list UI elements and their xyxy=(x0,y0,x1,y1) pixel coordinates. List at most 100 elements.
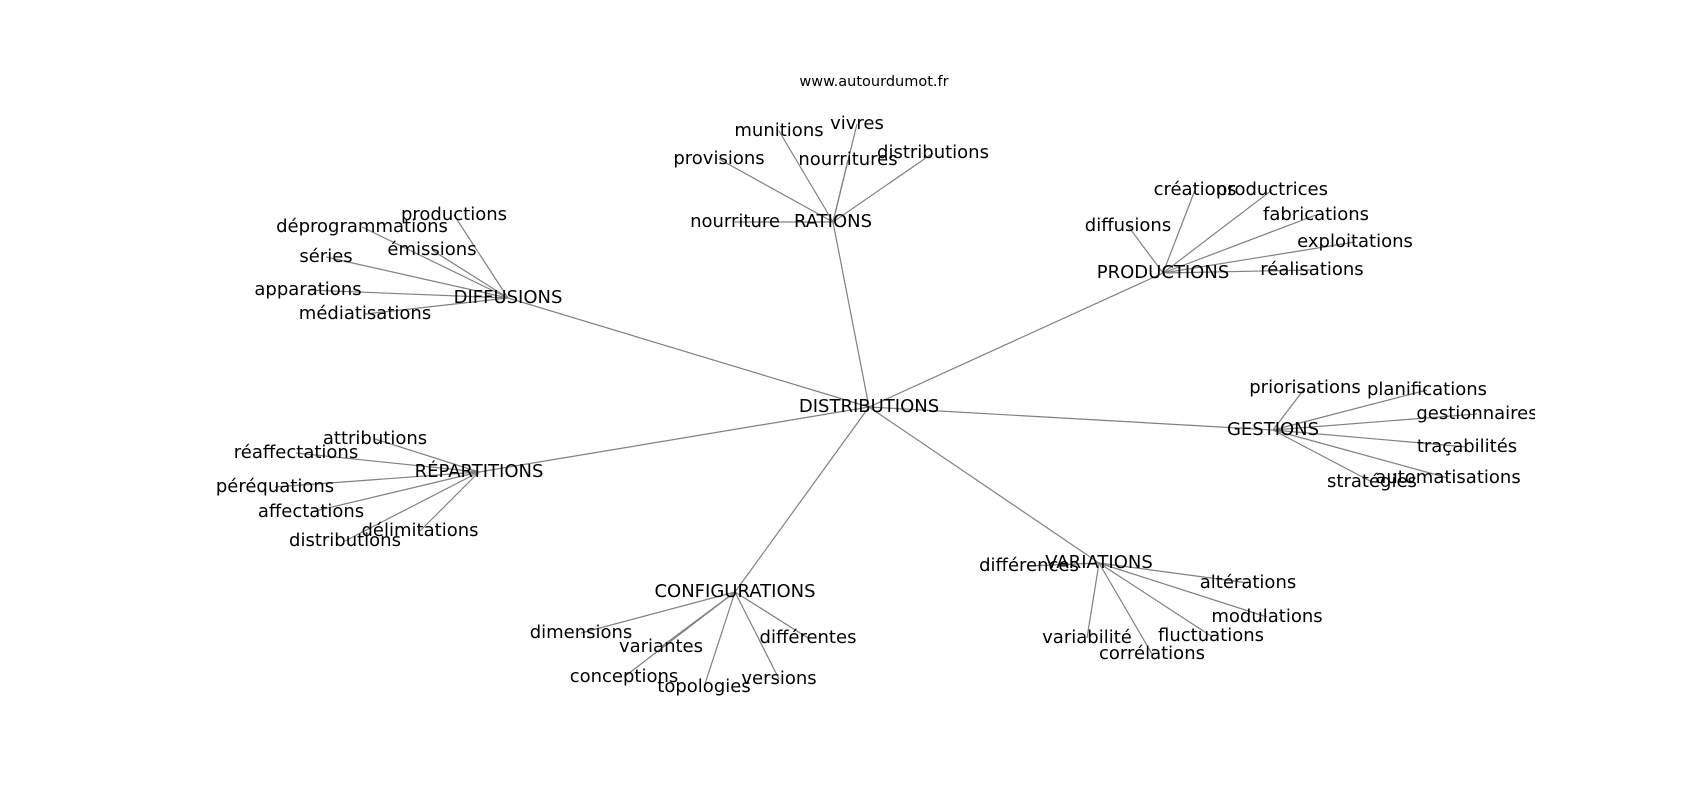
plot-area: DISTRIBUTIONS RATIONS vivres munitions distr… xyxy=(215,0,1535,800)
edge-diffusions-to-deprogrammations xyxy=(361,226,509,299)
edge-repartitions-to-attributions xyxy=(374,438,480,473)
leaf-node-repartitions-reaffectations: réaffectations xyxy=(233,442,359,463)
edge-configurations-to-conceptions xyxy=(623,591,736,678)
cluster-node-rations: RATIONS xyxy=(793,211,873,232)
leaf-node-diffusions-emissions: émissions xyxy=(387,239,477,260)
edge-gestions-to-tracabilites xyxy=(1272,429,1468,448)
edge-rations-to-distributions xyxy=(832,152,934,223)
leaf-node-variations-correlations: corrélations xyxy=(1099,643,1205,664)
leaf-node-repartitions-affectations: affectations xyxy=(257,501,365,522)
edge-center-to-rations xyxy=(832,221,870,408)
edge-variations-to-differences xyxy=(1028,562,1100,567)
leaf-node-productions-diffusions: diffusions xyxy=(1084,215,1172,236)
leaf-node-variations-alterations: altérations xyxy=(1199,572,1297,593)
leaf-node-configurations-conceptions: conceptions xyxy=(569,666,679,687)
cluster-node-productions: PRODUCTIONS xyxy=(1096,262,1230,283)
edge-variations-to-variabilite xyxy=(1086,562,1100,639)
leaf-node-rations-nourriture: nourriture xyxy=(690,211,780,232)
edge-productions-to-diffusions xyxy=(1127,225,1164,274)
edge-gestions-to-planifications xyxy=(1272,389,1428,431)
leaf-node-variations-modulations: modulations xyxy=(1211,606,1323,627)
edge-diffusions-to-productions xyxy=(453,214,509,299)
leaf-node-diffusions-mediatisations: médiatisations xyxy=(298,303,432,324)
leaf-node-diffusions-apparations: apparations xyxy=(254,279,362,300)
leaf-node-diffusions-productions: productions xyxy=(400,204,508,225)
center-node-label: DISTRIBUTIONS xyxy=(798,396,940,417)
plot-area-inner: DISTRIBUTIONS RATIONS vivres munitions distr… xyxy=(215,0,1535,800)
leaf-node-diffusions-series: séries xyxy=(299,246,353,267)
leaf-node-productions-fabrications: fabrications xyxy=(1263,204,1369,225)
edge-rations-to-nourritures xyxy=(832,159,849,223)
leaf-node-rations-distributions: distributions xyxy=(877,142,989,163)
leaf-node-rations-vivres: vivres xyxy=(830,113,884,134)
leaf-node-variations-differences: différences xyxy=(979,555,1079,576)
edge-center-to-diffusions xyxy=(507,297,870,408)
leaf-node-productions-exploitations: exploitations xyxy=(1297,231,1413,252)
leaf-node-rations-munitions: munitions xyxy=(734,120,824,141)
graph-edges xyxy=(274,123,1478,688)
edge-configurations-to-topologies xyxy=(703,591,736,688)
leaf-node-configurations-dimensions: dimensions xyxy=(529,622,633,643)
edge-center-to-variations xyxy=(868,406,1100,564)
leaf-node-repartitions-perequations: péréquations xyxy=(215,476,335,497)
leaf-node-productions-realisations: réalisations xyxy=(1260,259,1364,280)
edge-center-to-configurations xyxy=(734,406,870,593)
edge-gestions-to-strategies xyxy=(1272,429,1373,483)
edge-gestions-to-priorisations xyxy=(1272,387,1306,431)
leaf-node-variations-fluctuations: fluctuations xyxy=(1158,625,1264,646)
leaf-node-gestions-priorisations: priorisations xyxy=(1249,377,1361,398)
edge-gestions-to-gestionnaires xyxy=(1272,413,1478,431)
leaf-node-repartitions-distributions: distributions xyxy=(289,530,401,551)
leaf-node-gestions-strategies: stratégies xyxy=(1327,471,1417,492)
edge-variations-to-fluctuations xyxy=(1098,562,1212,637)
cluster-node-configurations: CONFIGURATIONS xyxy=(654,581,816,602)
edge-repartitions-to-delimitations xyxy=(419,471,480,532)
leaf-node-gestions-planifications: planifications xyxy=(1367,379,1487,400)
edge-configurations-to-dimensions xyxy=(580,591,736,634)
edge-gestions-to-automatisations xyxy=(1272,429,1449,479)
edge-variations-to-modulations xyxy=(1098,562,1268,618)
leaf-node-variations-variabilite: variabilité xyxy=(1042,627,1132,648)
edge-diffusions-to-apparations xyxy=(307,289,509,299)
leaf-node-productions-productrices: productrices xyxy=(1216,179,1328,200)
leaf-node-gestions-tracabilites: traçabilités xyxy=(1416,436,1518,457)
leaf-node-configurations-versions: versions xyxy=(741,668,817,689)
edge-productions-to-creations xyxy=(1162,189,1196,274)
edge-rations-to-munitions xyxy=(778,130,834,223)
leaf-node-rations-nourritures: nourritures xyxy=(798,149,898,170)
leaf-node-repartitions-attributions: attributions xyxy=(322,428,428,449)
cluster-node-variations: VARIATIONS xyxy=(1045,552,1153,573)
cluster-node-diffusions: DIFFUSIONS xyxy=(453,287,563,308)
edge-repartitions-to-reaffectations xyxy=(295,452,480,473)
edge-productions-to-realisations xyxy=(1162,269,1313,274)
edge-repartitions-to-distributions xyxy=(344,471,480,542)
site-credit: www.autourdumot.fr xyxy=(799,74,949,90)
leaf-node-configurations-variantes: variantes xyxy=(618,636,704,657)
cluster-node-repartitions: RÉPARTITIONS xyxy=(414,461,544,482)
leaf-node-diffusions-deprogrammations: déprogrammations xyxy=(276,216,448,237)
edge-variations-to-alterations xyxy=(1098,562,1249,584)
leaf-node-configurations-topologies: topologies xyxy=(657,676,751,697)
edge-productions-to-fabrications xyxy=(1162,214,1317,274)
leaf-node-gestions-automatisations: automatisations xyxy=(1375,467,1521,488)
edge-diffusions-to-emissions xyxy=(431,249,509,299)
edge-productions-to-productrices xyxy=(1162,189,1273,274)
edge-configurations-to-versions xyxy=(734,591,780,680)
edge-diffusions-to-mediatisations xyxy=(364,297,509,315)
edge-center-to-productions xyxy=(868,272,1164,408)
cluster-node-gestions: GESTIONS xyxy=(1226,419,1320,440)
edge-diffusions-to-series xyxy=(325,256,509,299)
leaf-node-gestions-gestionnaires: gestionnaires xyxy=(1416,403,1535,424)
edge-repartitions-to-affectations xyxy=(310,471,480,513)
leaf-node-productions-creations: créations xyxy=(1153,179,1237,200)
edge-center-to-gestions xyxy=(868,406,1274,431)
leaf-node-rations-provisions: provisions xyxy=(673,148,765,169)
edge-configurations-to-differentes xyxy=(734,591,809,639)
edge-variations-to-correlations xyxy=(1098,562,1153,655)
edge-center-to-repartitions xyxy=(478,406,870,473)
edge-productions-to-exploitations xyxy=(1162,241,1356,274)
leaf-node-configurations-differentes: différentes xyxy=(759,627,857,648)
leaf-node-repartitions-delimitations: délimitations xyxy=(361,520,479,541)
edge-repartitions-to-perequations xyxy=(274,471,480,488)
